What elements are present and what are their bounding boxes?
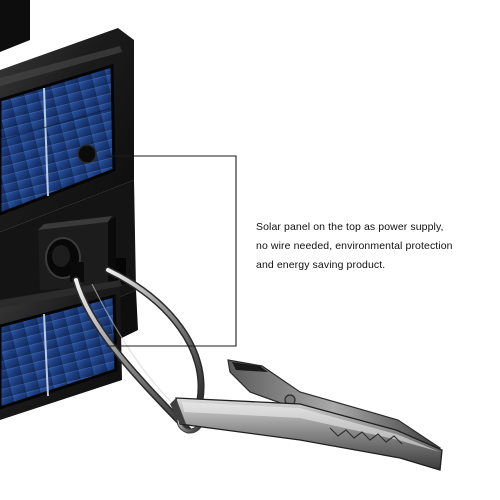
- sensor-hole-icon: [77, 144, 97, 164]
- clip-wire: [74, 278, 190, 432]
- callout-line-3: and energy saving product.: [256, 259, 386, 271]
- upper-solar-panel: [0, 66, 114, 214]
- callout-caption: Solar panel on the top as power supply, …: [256, 218, 466, 275]
- lower-solar-panel: [0, 296, 116, 408]
- callout-bracket: [106, 155, 237, 347]
- callout-line-2: no wire needed, environmental protection: [256, 240, 453, 252]
- callout-line-1: Solar panel on the top as power supply,: [256, 221, 444, 233]
